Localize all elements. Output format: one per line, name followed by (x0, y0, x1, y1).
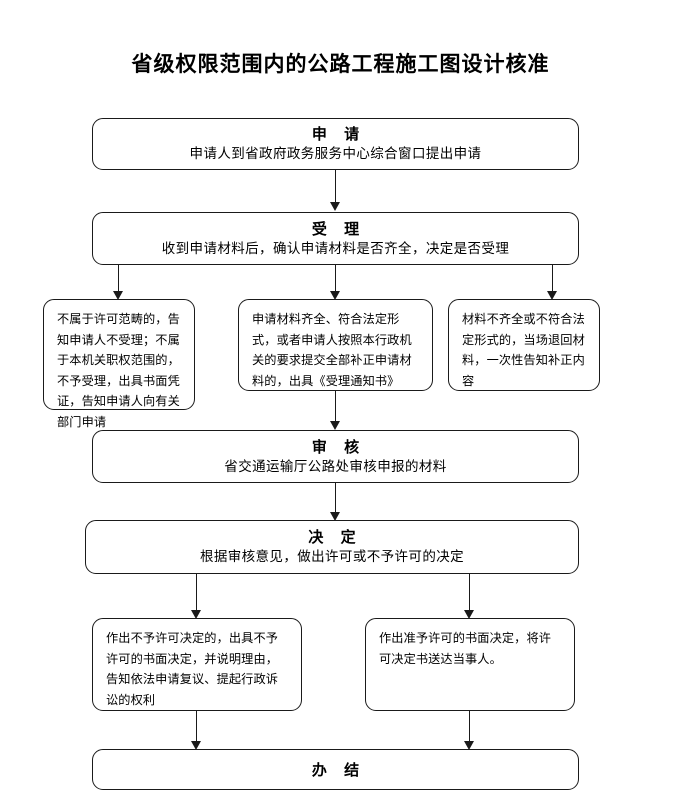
arrowhead-icon (330, 202, 340, 211)
node-apply-heading: 申 请 (311, 125, 366, 143)
connector-line (335, 483, 337, 513)
arrowhead-icon (330, 421, 340, 430)
connector-line (196, 711, 198, 742)
node-result-deny: 作出不予许可决定的，出具不予许可的书面决定，并说明理由，告知依法申请复议、提起行… (92, 618, 302, 711)
arrowhead-icon (464, 610, 474, 619)
node-branch-middle: 申请材料齐全、符合法定形式，或者申请人按照本行政机关的要求提交全部补正申请材料的… (238, 299, 433, 391)
node-decide-description: 根据审核意见，做出许可或不予许可的决定 (199, 549, 465, 565)
node-accept: 受 理 收到申请材料后，确认申请材料是否齐全，决定是否受理 (92, 212, 579, 265)
node-finish: 办 结 (92, 749, 579, 790)
node-result-grant-text: 作出准予许可的书面决定，将许可决定书送达当事人。 (379, 631, 552, 666)
arrowhead-icon (191, 741, 201, 750)
connector-line (335, 170, 337, 203)
node-decide: 决 定 根据审核意见，做出许可或不予许可的决定 (85, 520, 579, 574)
connector-line (196, 574, 198, 611)
connector-line (469, 711, 471, 742)
arrowhead-icon (464, 741, 474, 750)
node-branch-right: 材料不齐全或不符合法定形式的，当场退回材料，一次性告知补正内容 (448, 299, 600, 391)
node-decide-heading: 决 定 (308, 528, 362, 546)
node-result-grant: 作出准予许可的书面决定，将许可决定书送达当事人。 (365, 618, 575, 711)
node-branch-left-text: 不属于许可范畴的，告知申请人不受理；不属于本机关职权范围的，不予受理，出具书面凭… (57, 312, 180, 429)
page-title: 省级权限范围内的公路工程施工图设计核准 (131, 52, 550, 76)
node-accept-description: 收到申请材料后，确认申请材料是否齐全，决定是否受理 (161, 240, 510, 257)
node-branch-left: 不属于许可范畴的，告知申请人不受理；不属于本机关职权范围的，不予受理，出具书面凭… (43, 299, 195, 429)
connector-line (469, 574, 471, 611)
node-apply-description: 申请人到省政府政务服务中心综合窗口提出申请 (189, 146, 482, 162)
node-branch-middle-text: 申请材料齐全、符合法定形式，或者申请人按照本行政机关的要求提交全部补正申请材料的… (252, 312, 412, 388)
arrowhead-icon (547, 291, 557, 300)
arrowhead-icon (191, 610, 201, 619)
arrowhead-icon (113, 291, 123, 300)
node-branch-right-text: 材料不齐全或不符合法定形式的，当场退回材料，一次性告知补正内容 (462, 312, 585, 388)
node-apply: 申 请 申请人到省政府政务服务中心综合窗口提出申请 (92, 118, 579, 170)
arrowhead-icon (330, 512, 340, 521)
node-accept-heading: 受 理 (311, 219, 366, 238)
node-review-description: 省交通运输厅公路处审核申报的材料 (224, 458, 447, 475)
node-result-deny-text: 作出不予许可决定的，出具不予许可的书面决定，并说明理由，告知依法申请复议、提起行… (106, 631, 279, 707)
arrowhead-icon (330, 291, 340, 300)
connector-line (335, 265, 337, 292)
node-review: 审 核 省交通运输厅公路处审核申报的材料 (92, 430, 579, 483)
node-finish-heading: 办 结 (311, 761, 366, 779)
connector-line (118, 265, 120, 292)
connector-line (552, 265, 554, 292)
node-review-heading: 审 核 (311, 437, 366, 456)
connector-line (335, 391, 337, 422)
